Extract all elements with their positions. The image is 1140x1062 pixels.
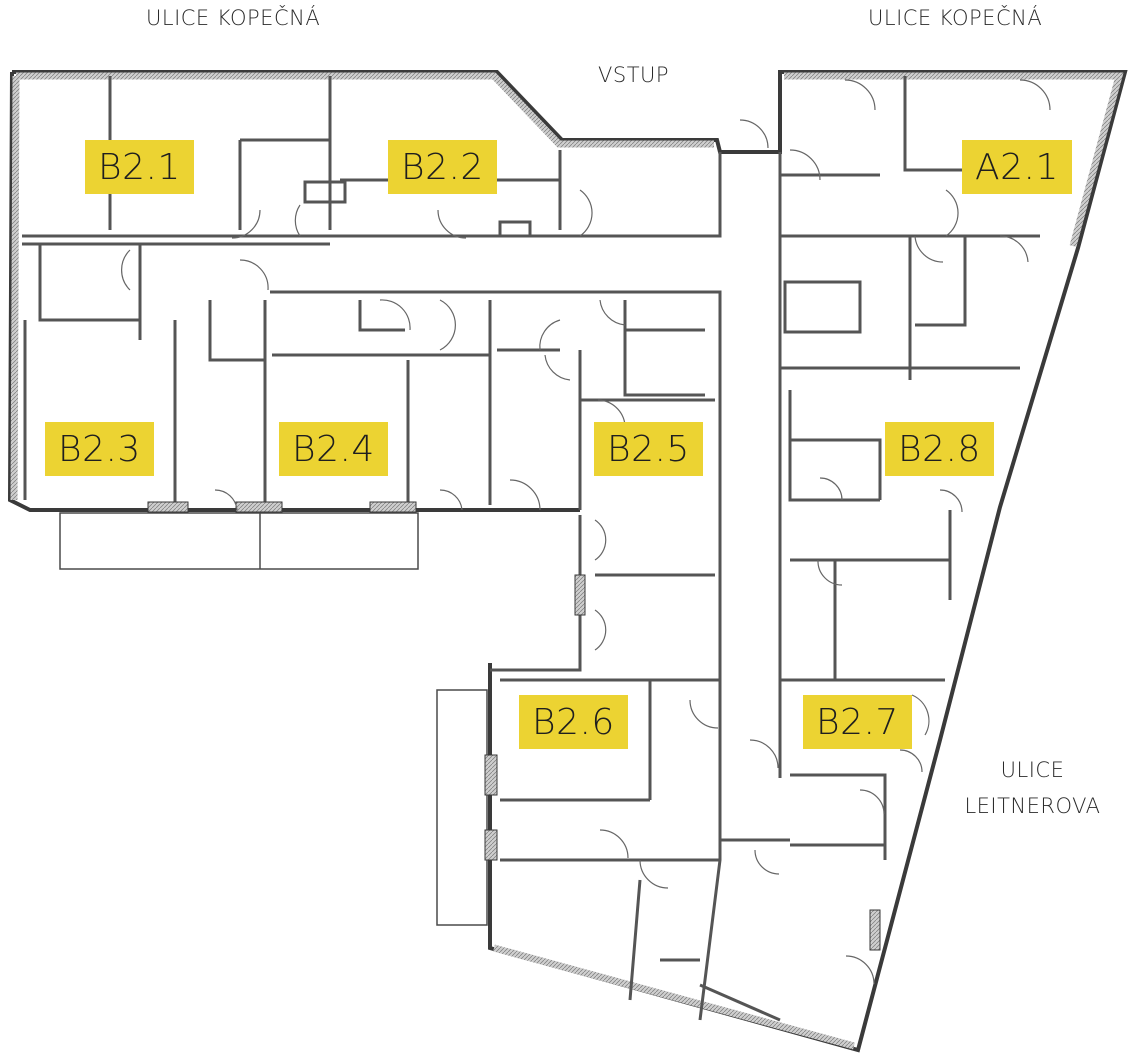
interior-walls [22, 76, 1040, 1022]
unit-label-b28[interactable]: B2.8 [885, 422, 994, 476]
unit-label-b23[interactable]: B2.3 [45, 422, 154, 476]
street-label-right-line1: ULICE [1000, 758, 1065, 782]
exterior-walls-hatched [10, 72, 1124, 1050]
unit-label-b25[interactable]: B2.5 [594, 422, 703, 476]
unit-label-b24[interactable]: B2.4 [279, 422, 388, 476]
shafts [303, 180, 862, 334]
street-label-right-line2: LEITNEROVA [964, 794, 1101, 818]
unit-label-b21[interactable]: B2.1 [85, 140, 194, 194]
street-label-right: ULICE LEITNEROVA [950, 752, 1115, 824]
exterior-walls [7, 70, 1128, 1053]
entrance-label: VSTUP [598, 63, 670, 87]
unit-label-a21[interactable]: A2.1 [962, 140, 1072, 194]
balconies [59, 512, 488, 926]
unit-label-b27[interactable]: B2.7 [803, 695, 912, 749]
street-label-top-left: ULICE KOPEČNÁ [146, 6, 321, 30]
door-swings [121, 79, 1051, 985]
wall-segments-hatched [147, 501, 881, 951]
street-label-top-right: ULICE KOPEČNÁ [868, 6, 1043, 30]
unit-label-b22[interactable]: B2.2 [388, 140, 497, 194]
unit-label-b26[interactable]: B2.6 [519, 695, 628, 749]
